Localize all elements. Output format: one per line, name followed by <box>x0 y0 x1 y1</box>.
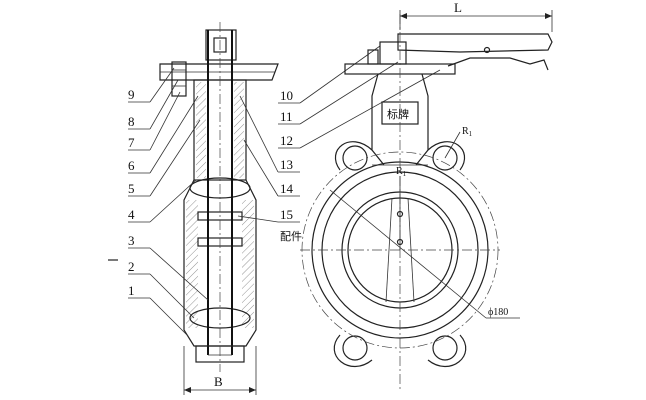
part-callouts-left: 9 8 7 6 5 4 3 2 1 <box>128 67 209 337</box>
part-label-11: 11 <box>280 109 293 124</box>
dim-b-label: B <box>214 374 223 389</box>
dim-r1-right: R1 <box>462 126 473 138</box>
part-label-9: 9 <box>128 87 135 102</box>
stem-cap <box>379 41 407 65</box>
section-view: B <box>159 22 279 395</box>
right-ear-bottom <box>427 334 467 367</box>
part-label-6: 6 <box>128 158 135 173</box>
dim-r1-right-text: R <box>462 126 469 137</box>
dim-r1-center: R1 <box>396 166 407 178</box>
left-ear-bottom <box>333 334 373 367</box>
part-label-15: 15 <box>280 207 293 222</box>
dim-r1-center-sub: 1 <box>403 170 407 178</box>
part-label-12: 12 <box>280 133 293 148</box>
part-label-14: 14 <box>280 181 294 196</box>
bolt-hole-bottom-right <box>432 335 458 361</box>
part-label-8: 8 <box>128 114 135 129</box>
dim-r1-right-sub: 1 <box>469 130 473 138</box>
dim-r1-center-text: R <box>396 166 403 177</box>
right-ear-top <box>427 141 466 171</box>
part-label-3: 3 <box>128 233 135 248</box>
part-label-13: 13 <box>280 157 293 172</box>
top-flange <box>159 63 279 81</box>
part-label-10: 10 <box>280 88 293 103</box>
front-view: 标牌 R1 R1 ϕ180 <box>300 0 553 390</box>
neck-right <box>415 73 429 166</box>
handle-lever <box>397 33 553 53</box>
left-ear-top <box>334 141 373 171</box>
accessory-label: 配件 <box>280 230 302 243</box>
dim-l-label: L <box>454 0 462 15</box>
plate-bolt <box>367 49 379 65</box>
part-label-4: 4 <box>128 207 135 222</box>
neck-left <box>371 73 385 166</box>
part-label-2: 2 <box>128 259 135 274</box>
part-callouts-center: 10 11 12 13 14 15 配件 <box>237 45 441 243</box>
stem-top <box>205 29 237 61</box>
part-label-5: 5 <box>128 181 135 196</box>
part-label-1: 1 <box>128 283 135 298</box>
bolt-hole-top-left <box>342 145 368 171</box>
flange-bolt <box>171 61 187 97</box>
dim-diameter-label: ϕ180 <box>488 307 508 318</box>
stem-keyway <box>213 37 227 53</box>
bolt-hole-bottom-left <box>342 335 368 361</box>
nameplate-label: 标牌 <box>387 107 409 121</box>
part-label-7: 7 <box>128 135 135 150</box>
handle-latch <box>447 57 549 71</box>
